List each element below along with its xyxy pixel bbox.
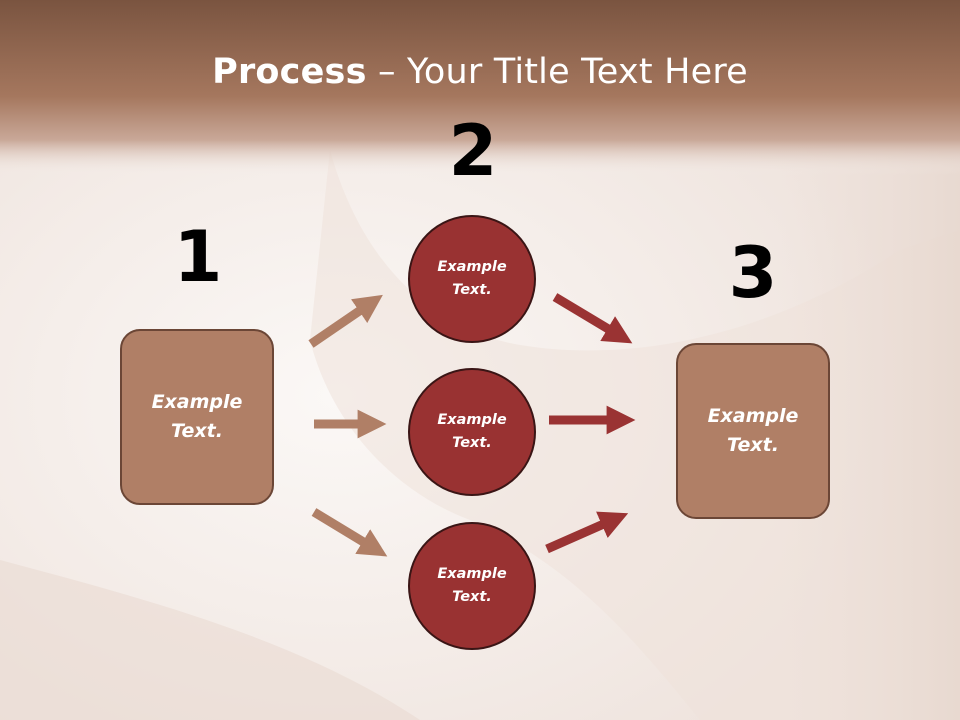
- step-3-line1: Example: [707, 405, 799, 427]
- arrow-up-left: [308, 294, 383, 348]
- circle-bottom-line1: Example: [437, 566, 507, 582]
- step-1-box: Example Text.: [120, 329, 274, 505]
- circle-middle-line1: Example: [437, 412, 507, 428]
- slide-title: Process – Your Title Text Here: [0, 52, 960, 92]
- step-1-line1: Example: [151, 391, 243, 413]
- circle-top-line1: Example: [437, 259, 507, 275]
- step-3-line2: Text.: [727, 434, 779, 456]
- circle-middle: Example Text.: [408, 368, 536, 496]
- title-bold: Process: [212, 52, 367, 92]
- step-number-2: 2: [448, 110, 498, 192]
- step-3-box: Example Text.: [676, 343, 830, 519]
- step-1-line2: Text.: [171, 420, 223, 442]
- circle-top-line2: Text.: [452, 282, 492, 298]
- circle-bottom: Example Text.: [408, 522, 536, 650]
- circle-bottom-line2: Text.: [452, 589, 492, 605]
- step-number-3: 3: [728, 232, 778, 314]
- circle-middle-line2: Text.: [452, 435, 492, 451]
- arrow-down-right: [552, 293, 633, 344]
- circle-top: Example Text.: [408, 215, 536, 343]
- step-number-1: 1: [173, 216, 223, 298]
- arrow-up-right: [545, 511, 629, 554]
- arrow-down-left: [311, 508, 388, 557]
- title-rest: – Your Title Text Here: [366, 52, 748, 92]
